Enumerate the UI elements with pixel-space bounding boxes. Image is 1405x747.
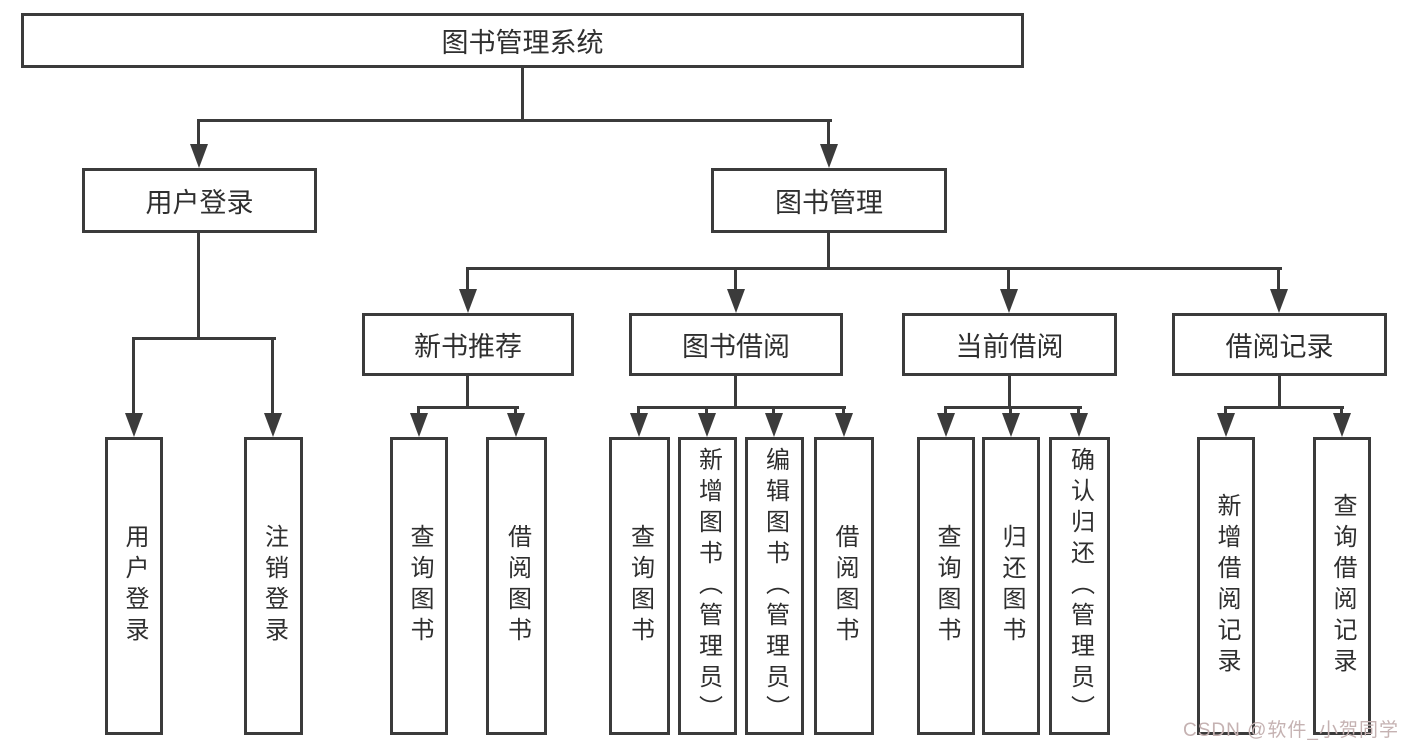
node-label: 查询图书 (406, 524, 433, 648)
node-label: 确认归还（管理员） (1066, 446, 1094, 726)
node-label: 图书管理 (775, 188, 883, 218)
node-label: 注销登录 (260, 524, 288, 648)
node-book-management: 图书管理 (711, 168, 947, 233)
node-label: 新书推荐 (414, 332, 522, 362)
node-library-management-system: 图书管理系统 (21, 13, 1024, 68)
leaf-add-book-admin: 新增图书（管理员） (678, 437, 737, 735)
leaf-user-login: 用户登录 (105, 437, 163, 735)
node-label: 借阅图书 (503, 524, 531, 648)
arrow-icon (1333, 406, 1351, 437)
arrow-to-new-book-icon (459, 267, 477, 313)
connector-book-borrow-rail (638, 406, 846, 409)
leaf-query-book-borrow: 查询图书 (609, 437, 670, 735)
leaf-query-book-newbook: 查询图书 (390, 437, 448, 735)
leaf-add-borrow-record: 新增借阅记录 (1197, 437, 1255, 735)
leaf-edit-book-admin: 编辑图书（管理员） (745, 437, 804, 735)
node-current-borrow: 当前借阅 (902, 313, 1117, 376)
leaf-borrow-book: 借阅图书 (814, 437, 874, 735)
arrow-to-logout-icon (264, 337, 282, 437)
leaf-confirm-return-admin: 确认归还（管理员） (1049, 437, 1110, 735)
arrow-icon (1002, 406, 1020, 437)
node-label: 归还图书 (998, 524, 1025, 648)
node-label: 图书借阅 (682, 332, 790, 362)
arrow-icon (765, 406, 783, 437)
connector-book-management-stem (827, 233, 830, 270)
node-label: 图书管理系统 (441, 28, 604, 58)
node-label: 用户登录 (145, 188, 254, 218)
connector-borrow-record-stem (1278, 376, 1281, 409)
connector-root-stem (521, 68, 524, 122)
arrow-to-login-icon (125, 337, 143, 437)
connector-new-book-stem (466, 376, 469, 409)
arrow-icon (1217, 406, 1235, 437)
connector-current-borrow-stem (1008, 376, 1011, 409)
node-label: 新增借阅记录 (1213, 493, 1240, 679)
arrow-icon (835, 406, 853, 437)
arrow-icon (1070, 406, 1088, 437)
node-new-book-recommend: 新书推荐 (362, 313, 574, 376)
leaf-return-book: 归还图书 (982, 437, 1040, 735)
connector-level3-rail (466, 267, 1282, 270)
arrow-to-book-management-icon (820, 119, 838, 168)
connector-book-borrow-stem (734, 376, 737, 409)
node-label: 借阅记录 (1225, 332, 1334, 362)
connector-level2-rail (197, 119, 832, 122)
node-label: 查询图书 (933, 524, 960, 648)
arrow-to-current-borrow-icon (1000, 267, 1018, 313)
arrow-icon (410, 406, 428, 437)
arrow-to-borrow-record-icon (1270, 267, 1288, 313)
connector-borrow-record-rail (1224, 406, 1344, 409)
arrow-to-user-login-icon (190, 119, 208, 168)
connector-user-login-rail (132, 337, 276, 340)
arrow-to-book-borrow-icon (727, 267, 745, 313)
arrow-icon (630, 406, 648, 437)
leaf-borrow-book-newbook: 借阅图书 (486, 437, 547, 735)
leaf-logout: 注销登录 (244, 437, 303, 735)
node-user-login: 用户登录 (82, 168, 317, 233)
csdn-watermark: CSDN @软件_小贺同学 (1183, 720, 1399, 741)
node-label: 借阅图书 (831, 524, 858, 648)
node-borrow-record: 借阅记录 (1172, 313, 1387, 376)
node-label: 新增图书（管理员） (694, 446, 722, 726)
arrow-icon (937, 406, 955, 437)
leaf-query-book-current: 查询图书 (917, 437, 975, 735)
arrow-icon (698, 406, 716, 437)
node-label: 用户登录 (121, 524, 148, 648)
leaf-query-borrow-record: 查询借阅记录 (1313, 437, 1371, 735)
node-book-borrow: 图书借阅 (629, 313, 843, 376)
connector-current-borrow-rail (944, 406, 1082, 409)
connector-new-book-rail (417, 406, 519, 409)
node-label: 当前借阅 (955, 332, 1064, 362)
node-label: 查询图书 (626, 524, 654, 648)
node-label: 查询借阅记录 (1329, 493, 1356, 679)
connector-user-login-stem (197, 233, 200, 340)
arrow-icon (507, 406, 525, 437)
node-label: 编辑图书（管理员） (761, 446, 789, 726)
